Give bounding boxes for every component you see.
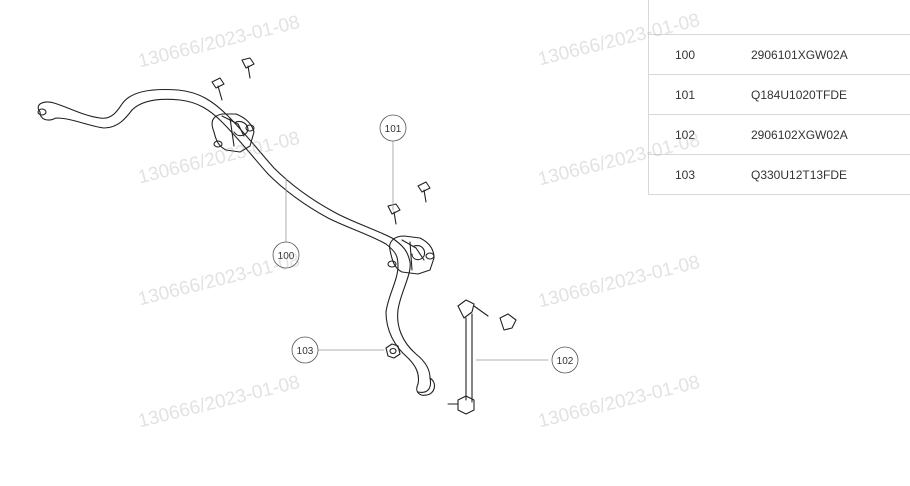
bolt-right-a bbox=[387, 203, 401, 225]
bolt-right-b bbox=[417, 181, 431, 203]
part-number-cell: 100 bbox=[648, 34, 747, 75]
table-row[interactable]: 100 2906101XGW02A bbox=[648, 34, 910, 75]
parts-table: 100 2906101XGW02A 101 Q184U1020TFDE 102 … bbox=[648, 0, 910, 195]
table-row[interactable]: 101 Q184U1020TFDE bbox=[648, 74, 910, 115]
stabilizer-bar bbox=[37, 88, 436, 396]
leader-lines bbox=[285, 139, 549, 361]
part-number-cell: 102 bbox=[648, 114, 747, 155]
part-code-cell: Q330U12T13FDE bbox=[747, 154, 910, 195]
callout-100: 100 bbox=[272, 241, 300, 269]
stabilizer-link bbox=[447, 299, 517, 415]
callout-100-label: 100 bbox=[278, 251, 295, 262]
bushing-bracket-left bbox=[211, 113, 255, 153]
part-code-cell: Q184U1020TFDE bbox=[747, 74, 910, 115]
table-row[interactable]: 102 2906102XGW02A bbox=[648, 114, 910, 155]
callout-102: 102 bbox=[551, 346, 579, 374]
bushing-bracket-right bbox=[387, 235, 435, 275]
part-code-cell: 2906101XGW02A bbox=[747, 34, 910, 75]
callout-103-label: 103 bbox=[297, 346, 314, 357]
callout-103: 103 bbox=[291, 336, 319, 364]
table-row[interactable]: 103 Q330U12T13FDE bbox=[648, 154, 910, 195]
nut bbox=[385, 343, 401, 359]
bolt-left-a bbox=[211, 77, 225, 101]
part-number-cell: 101 bbox=[648, 74, 747, 115]
part-code-cell bbox=[747, 0, 910, 35]
bolt-left-b bbox=[241, 57, 255, 79]
callout-101: 101 bbox=[379, 114, 407, 142]
part-number-cell: 103 bbox=[648, 154, 747, 195]
callout-102-label: 102 bbox=[557, 356, 574, 367]
part-number-cell bbox=[648, 0, 747, 35]
callout-101-label: 101 bbox=[385, 124, 402, 135]
part-code-cell: 2906102XGW02A bbox=[747, 114, 910, 155]
table-row[interactable] bbox=[648, 0, 910, 35]
